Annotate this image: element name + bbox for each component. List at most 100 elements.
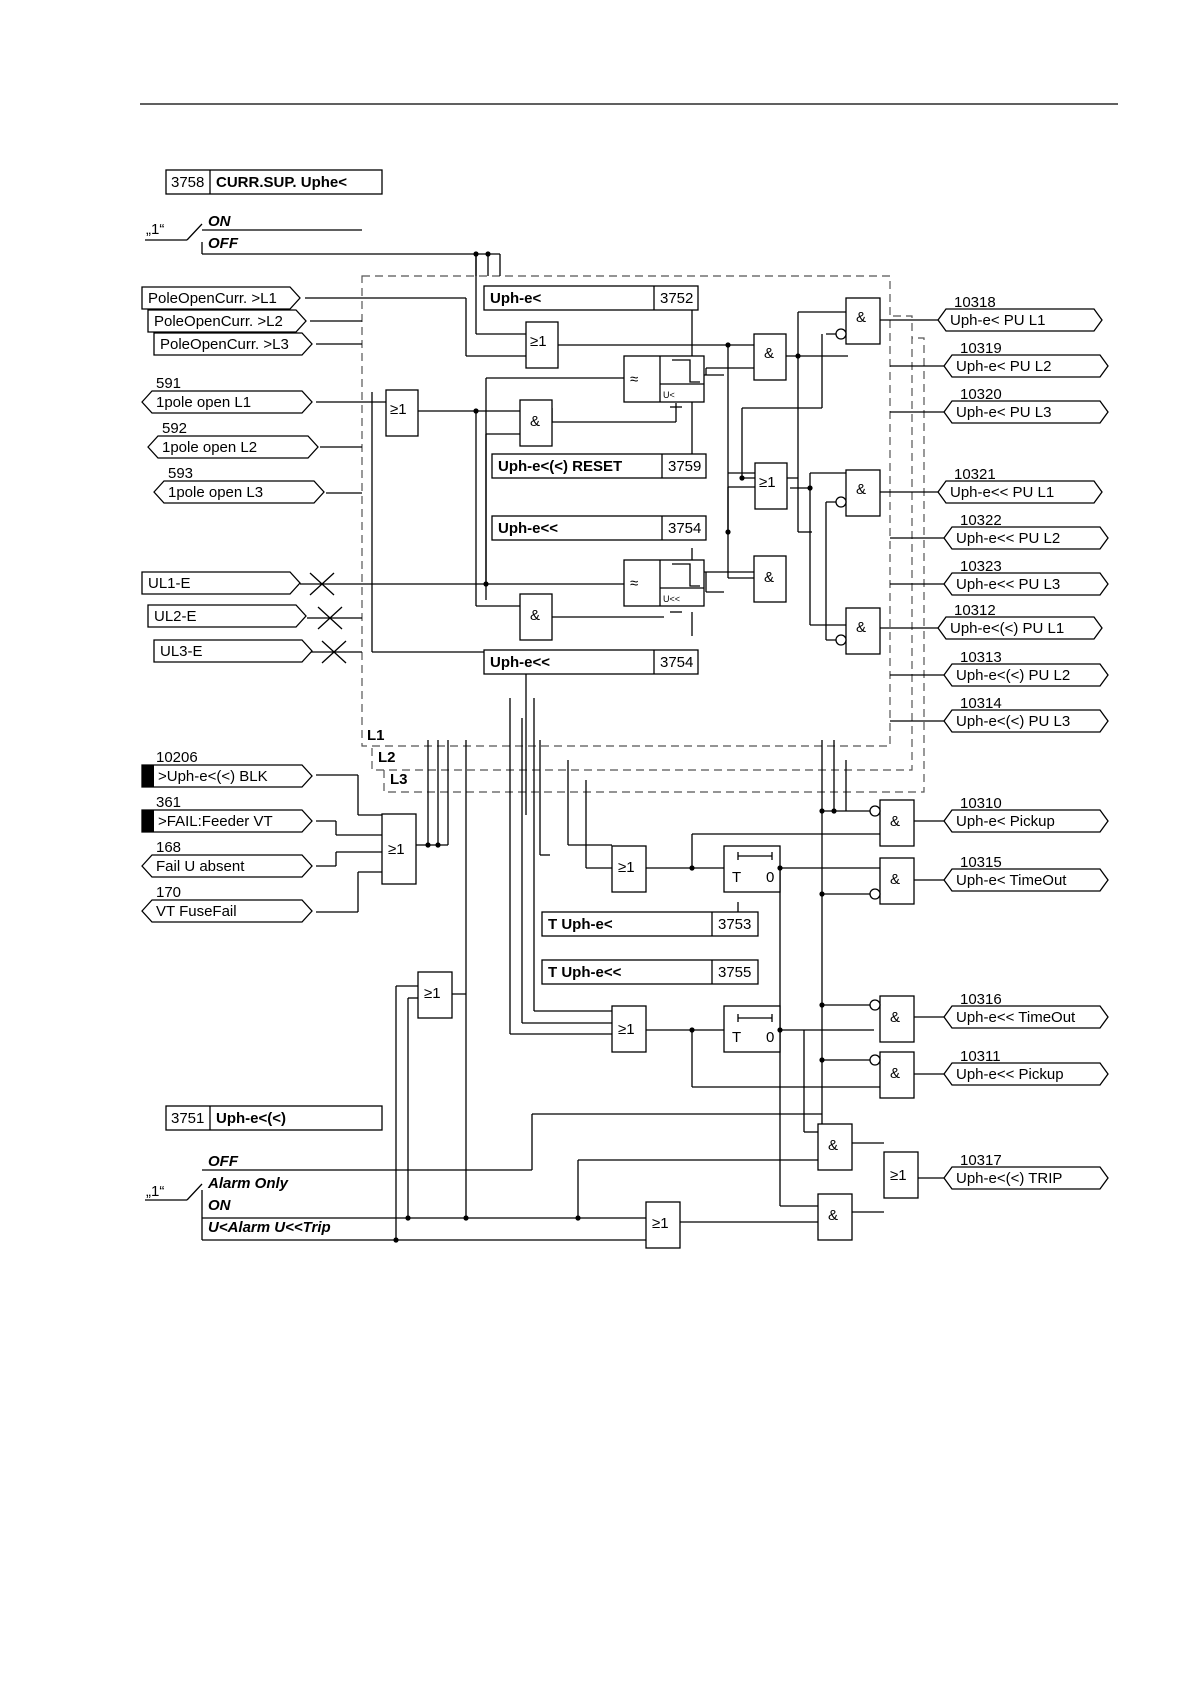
input-in-poc-l1: PoleOpenCurr. >L1	[141, 286, 301, 310]
signal-number: 10314	[960, 695, 1002, 712]
filter-icon: ≈	[630, 575, 638, 592]
signal-number: 10206	[156, 749, 198, 766]
signal-number: 591	[156, 375, 181, 392]
timer-zero-label: 0	[766, 869, 774, 886]
svg-text:Uph-e<<: Uph-e<<	[498, 520, 558, 537]
phase-label-l1: L1	[367, 727, 385, 744]
param-3758: 3758 CURR.SUP. Uphe<	[165, 169, 383, 195]
signal-frame	[937, 308, 1103, 332]
signal-label: Uph-e<(<) PU L2	[956, 667, 1070, 684]
signal-frame	[943, 526, 1109, 550]
cross-mark	[309, 572, 335, 596]
switch-option-off: OFF	[208, 235, 239, 252]
signal-label: Uph-e< PU L1	[950, 312, 1045, 329]
cross-mark	[317, 606, 343, 630]
signal-label: Uph-e<(<) PU L1	[950, 620, 1064, 637]
signal-label: >FAIL:Feeder VT	[158, 813, 273, 830]
svg-text:3755: 3755	[718, 964, 751, 981]
signal-number: 10311	[960, 1048, 1001, 1065]
cross-mark	[321, 640, 347, 664]
param-3759: Uph-e<(<) RESET 3759	[491, 453, 707, 479]
comparator-sub-label: U<<	[663, 594, 680, 604]
signal-label: PoleOpenCurr. >L2	[154, 313, 283, 330]
signal-frame	[937, 480, 1103, 504]
svg-text:T Uph-e<<: T Uph-e<<	[548, 964, 622, 981]
and-gate-symbol: &	[856, 309, 866, 326]
signal-number: 10321	[954, 466, 996, 483]
param-3754-b: Uph-e<< 3754	[483, 649, 699, 675]
svg-text:Uph-e<(<): Uph-e<(<)	[216, 1110, 286, 1127]
signal-frame	[943, 572, 1109, 596]
signal-number: 10322	[960, 512, 1002, 529]
and-gate-symbol: &	[828, 1207, 838, 1224]
and-gate-symbol: &	[530, 607, 540, 624]
comparator-sub-label: U<	[663, 390, 675, 400]
signal-number: 10323	[960, 558, 1002, 575]
switch-1: „1“ ON OFF	[146, 213, 239, 252]
signal-frame	[141, 571, 301, 595]
signal-frame	[153, 332, 313, 356]
timer-t-label: T	[732, 1029, 741, 1046]
svg-text:3751: 3751	[171, 1110, 204, 1127]
switch-const: „1“	[146, 221, 164, 238]
signal-label: Uph-e<(<) PU L3	[956, 713, 1070, 730]
signal-label: UL1-E	[148, 575, 191, 592]
signal-frame	[943, 1166, 1109, 1190]
param-3753: T Uph-e< 3753	[541, 911, 759, 937]
and-gate-symbol: &	[764, 569, 774, 586]
and-gate-symbol: &	[828, 1137, 838, 1154]
switch-option-alarm-only: Alarm Only	[207, 1175, 289, 1192]
signal-number: 10315	[960, 854, 1002, 871]
signal-frame	[153, 639, 313, 663]
signal-label: 1pole open L2	[162, 439, 257, 456]
signal-label: Uph-e<(<) TRIP	[956, 1170, 1062, 1187]
signal-number: 592	[162, 420, 187, 437]
signal-frame	[141, 899, 313, 923]
input-in-592: 1pole open L2 592	[147, 420, 319, 459]
signal-frame	[141, 854, 313, 878]
input-in-poc-l3: PoleOpenCurr. >L3	[153, 332, 313, 356]
or-gate-symbol: ≥1	[388, 841, 405, 858]
signal-number: 593	[168, 465, 193, 482]
or-gate-symbol: ≥1	[890, 1167, 907, 1184]
or-gate-symbol: ≥1	[390, 401, 407, 418]
svg-text:3758: 3758	[171, 174, 204, 191]
and-gate-symbol: &	[890, 1065, 900, 1082]
filter-icon: ≈	[630, 371, 638, 388]
signal-label: Uph-e<< PU L1	[950, 484, 1054, 501]
or-gate-symbol: ≥1	[618, 859, 635, 876]
svg-text:Uph-e<<: Uph-e<<	[490, 654, 550, 671]
param-3754-a: Uph-e<< 3754	[491, 515, 707, 541]
signal-number: 10319	[960, 340, 1002, 357]
svg-text:T Uph-e<: T Uph-e<	[548, 916, 613, 933]
signal-frame	[141, 390, 313, 414]
input-in-poc-l2: PoleOpenCurr. >L2	[147, 309, 307, 333]
or-gate-symbol: ≥1	[618, 1021, 635, 1038]
and-gate-symbol: &	[890, 871, 900, 888]
signal-frame	[943, 354, 1109, 378]
phase-label-l3: L3	[390, 771, 408, 788]
signal-frame	[943, 663, 1109, 687]
wires	[145, 223, 944, 1241]
signal-label: Uph-e<< Pickup	[956, 1066, 1064, 1083]
signal-label: Uph-e< PU L3	[956, 404, 1051, 421]
signal-label: Uph-e< Pickup	[956, 813, 1055, 830]
or-gate-symbol: ≥1	[759, 474, 776, 491]
signal-label: VT FuseFail	[156, 903, 237, 920]
parameter-rows: 3758 CURR.SUP. Uphe< Uph-e< 3752 Uph-e<(…	[165, 169, 759, 1131]
or-gate-symbol: ≥1	[424, 985, 441, 1002]
svg-text:3752: 3752	[660, 290, 693, 307]
param-3751: 3751 Uph-e<(<)	[165, 1105, 383, 1131]
signal-frame	[943, 868, 1109, 892]
signal-frame	[153, 480, 325, 504]
signal-label: UL2-E	[154, 608, 197, 625]
